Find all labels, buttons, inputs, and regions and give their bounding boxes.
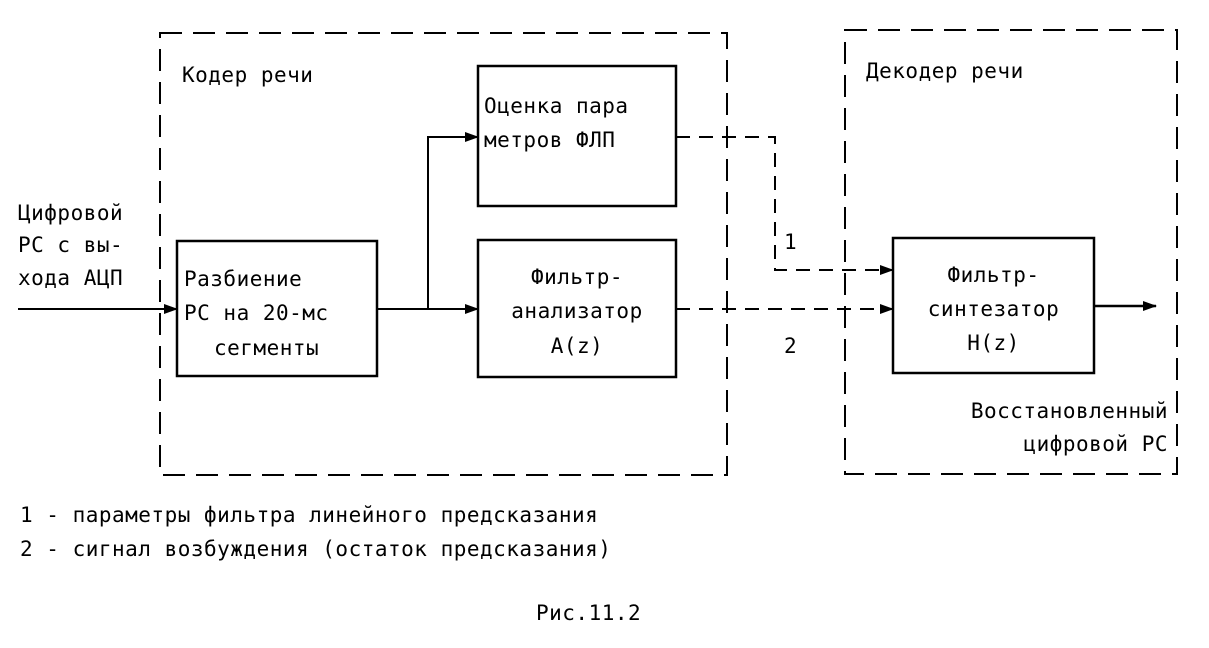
input-label-line3: хода АЦП — [18, 266, 124, 290]
legend-item-1: 1 - параметры фильтра линейного предсказ… — [20, 503, 599, 527]
output-label-line2: цифровой РС — [1023, 432, 1168, 456]
output-label-line1: Восстановленный — [970, 399, 1168, 423]
segmentation-label-line3: сегменты — [214, 336, 320, 360]
analysis-filter-label-line3: A(z) — [550, 334, 604, 358]
legend-item-2: 2 - сигнал возбуждения (остаток предсказ… — [20, 537, 612, 561]
channel-1-label: 1 — [784, 230, 798, 254]
channel-2-label: 2 — [784, 334, 798, 358]
encoder-boundary — [159, 32, 728, 476]
channel-1-line — [676, 136, 894, 275]
decoder-boundary — [844, 29, 1178, 475]
figure-caption: Рис.11.2 — [536, 601, 642, 625]
lp-estimation-label-line1: Оценка пара — [484, 94, 629, 118]
analysis-filter-label-line1: Фильтр- — [530, 265, 623, 289]
lp-estimation-label-line2: метров ФЛП — [484, 128, 616, 152]
decoder-title: Декодер речи — [866, 59, 1024, 83]
synthesis-filter-label-line1: Фильтр- — [947, 263, 1040, 287]
branch-to-lp-estimation — [427, 132, 479, 309]
encoder-title: Кодер речи — [182, 63, 314, 87]
lp-estimation-block — [476, 64, 678, 208]
input-label-line2: РС с вы- — [18, 233, 124, 257]
synthesis-filter-label-line2: синтезатор — [927, 297, 1060, 321]
analysis-filter-label-line2: анализатор — [511, 299, 643, 323]
segmentation-label-line2: РС на 20-мс — [184, 301, 329, 325]
segmentation-label-line1: Разбиение — [184, 267, 303, 291]
input-label-line1: Цифровой — [18, 201, 124, 225]
synthesis-filter-label-line3: H(z) — [967, 331, 1020, 355]
